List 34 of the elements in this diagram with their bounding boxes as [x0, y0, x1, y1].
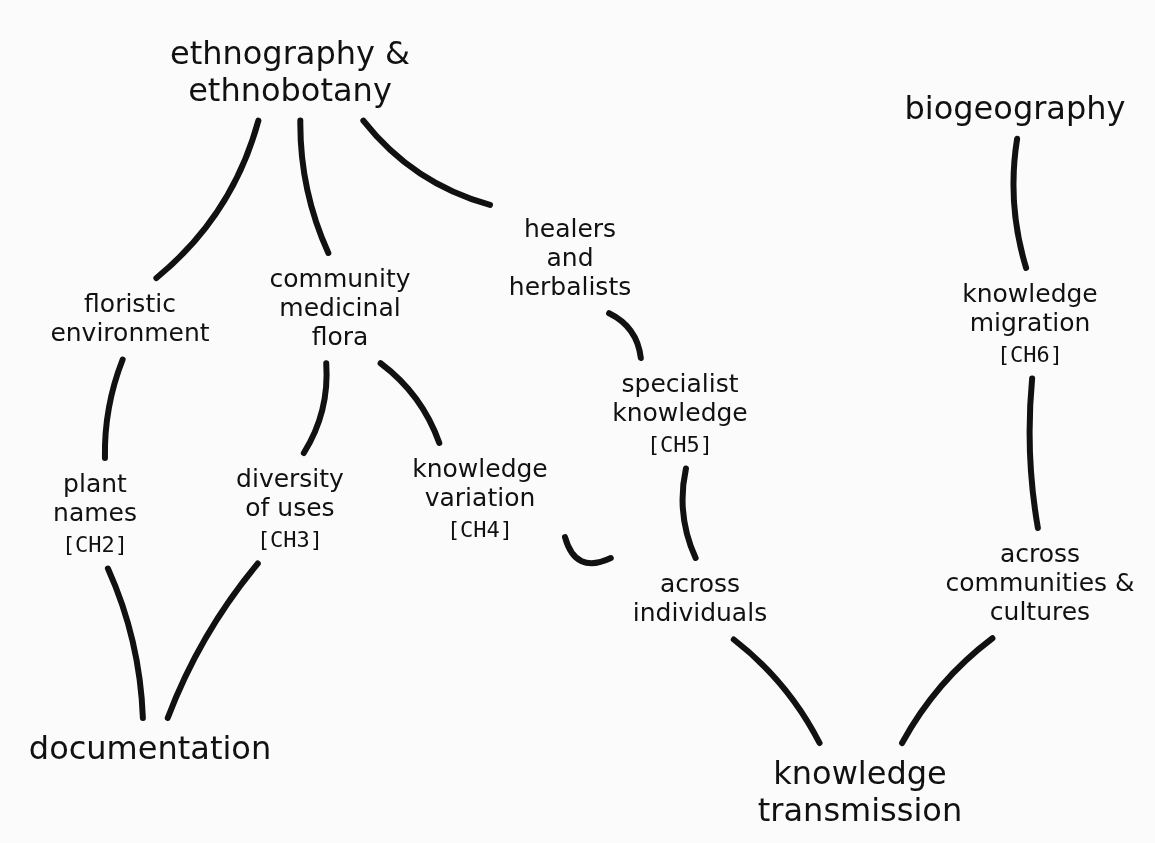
concept-label: ethnography & ethnobotany	[168, 35, 412, 109]
connector-line	[1026, 375, 1041, 531]
concept-label: plant names	[52, 470, 138, 528]
connector-line	[899, 635, 996, 746]
connector-line	[104, 565, 146, 721]
connector-line	[101, 356, 126, 461]
chapter-reference: [CH6]	[996, 341, 1064, 367]
connector-line	[730, 636, 823, 746]
concept-label: knowledge migration	[961, 280, 1099, 338]
concept-label: biogeography	[904, 90, 1126, 127]
connector-line	[679, 465, 699, 561]
connector-line	[1010, 135, 1030, 271]
concept-label: healers and herbalists	[507, 215, 633, 302]
concept-label: knowledge variation	[411, 455, 549, 513]
connector-line	[562, 534, 614, 567]
chapter-reference: [CH5]	[646, 431, 714, 457]
concept-label: floristic environment	[49, 290, 211, 348]
connector-line	[606, 310, 644, 361]
concept-label: documentation	[28, 730, 272, 767]
concept-label: specialist knowledge	[611, 370, 749, 428]
connector-line	[360, 117, 493, 208]
connector-line	[297, 117, 332, 256]
connector-line	[377, 360, 443, 446]
chapter-reference: [CH2]	[61, 531, 129, 557]
concept-label: knowledge transmission	[756, 755, 964, 829]
chapter-reference: [CH3]	[256, 526, 324, 552]
concept-label: diversity of uses	[235, 465, 345, 523]
connector-line	[153, 117, 262, 281]
connector-line	[300, 360, 330, 456]
concept-label: community medicinal flora	[268, 265, 412, 352]
chapter-reference: [CH4]	[446, 516, 514, 542]
concept-label: across individuals	[631, 570, 769, 628]
connector-line	[164, 560, 261, 721]
concept-label: across communities & cultures	[945, 540, 1135, 627]
